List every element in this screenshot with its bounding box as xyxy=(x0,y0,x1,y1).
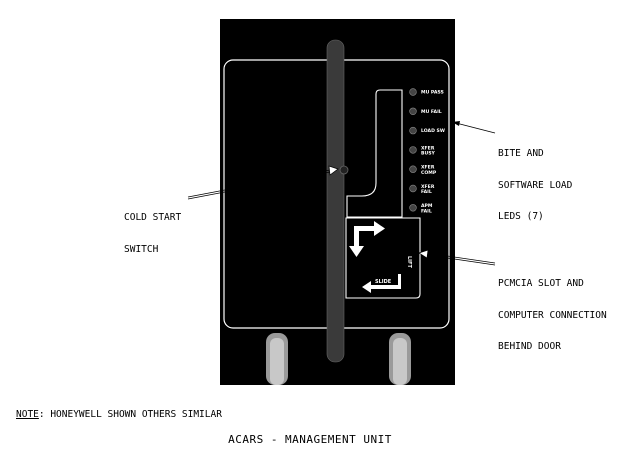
led-label: XFER xyxy=(421,165,435,171)
access-door-outline xyxy=(345,217,421,299)
led-label: APM xyxy=(421,203,433,209)
right-connector xyxy=(389,333,411,385)
led-label: COMP xyxy=(421,170,437,176)
led-indicator xyxy=(409,146,417,154)
cold-start-leader xyxy=(187,165,339,200)
lift-label: LIFT xyxy=(406,256,412,268)
callout-line: PCMCIA SLOT AND xyxy=(498,278,584,289)
lift-arrow-icon xyxy=(349,221,385,257)
cold-start-switch xyxy=(339,165,349,175)
recess-outline xyxy=(346,89,403,218)
led-indicator xyxy=(409,126,417,135)
led-label: MU FAIL xyxy=(421,109,442,115)
led-label: XFER xyxy=(421,184,435,190)
led-label: MU PASS xyxy=(421,90,444,96)
led-label: FAIL xyxy=(421,189,432,195)
bite-leds-callout: BITE AND SOFTWARE LOAD LEDS (7) xyxy=(498,128,572,233)
callout-line: COLD START xyxy=(124,212,182,223)
led-indicator xyxy=(409,107,417,116)
led-indicator xyxy=(409,204,417,212)
left-connector xyxy=(266,333,288,385)
led-indicator xyxy=(409,88,417,96)
callout-line: SWITCH xyxy=(124,243,159,255)
led-label: BUSY xyxy=(421,151,436,157)
pcmcia-leader xyxy=(418,249,496,266)
slide-label: SLIDE xyxy=(375,279,392,285)
callout-line: COMPUTER CONNECTION xyxy=(498,309,607,321)
callout-line: LEDS (7) xyxy=(498,211,544,222)
bite-leds-leader xyxy=(452,121,496,134)
callout-line: BEHIND DOOR xyxy=(498,341,561,352)
led-label: FAIL xyxy=(421,208,432,214)
led-label: XFER xyxy=(421,145,435,151)
led-indicator xyxy=(409,184,417,193)
carry-handle xyxy=(326,39,345,363)
led-label: LOAD SW xyxy=(421,128,445,134)
cold-start-callout: COLD START SWITCH xyxy=(124,192,181,266)
slide-arrow-icon xyxy=(362,274,401,293)
note-text: NOTE: HONEYWELL SHOWN OTHERS SIMILAR xyxy=(16,409,222,420)
callout-line: BITE AND xyxy=(498,148,544,159)
callout-line: SOFTWARE LOAD xyxy=(498,179,573,191)
led-indicator xyxy=(409,165,417,173)
figure-caption: ACARS - MANAGEMENT UNIT xyxy=(228,433,392,446)
note-key: NOTE xyxy=(16,409,39,420)
pcmcia-callout: PCMCIA SLOT AND COMPUTER CONNECTION BEHI… xyxy=(498,258,607,363)
note-body: : HONEYWELL SHOWN OTHERS SIMILAR xyxy=(38,409,222,420)
